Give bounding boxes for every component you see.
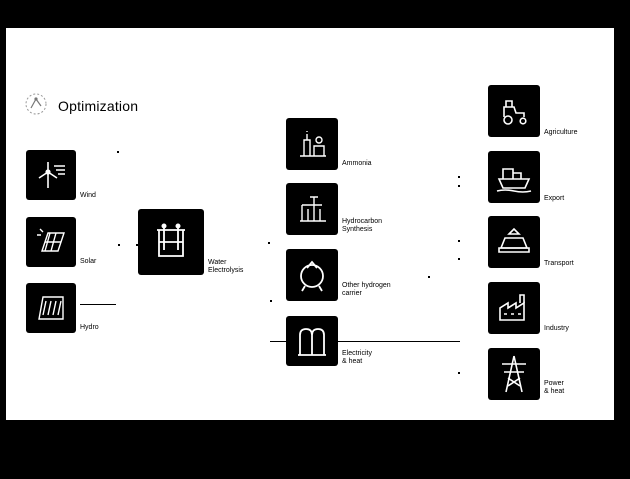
hydrogen-carrier-box: [286, 249, 338, 301]
factory-icon: [496, 290, 532, 326]
transport-icon: [495, 224, 533, 260]
hydrocarbon-label: Hydrocarbon Synthesis: [342, 218, 383, 233]
connector-electricity-left: [270, 341, 288, 342]
electricity-heat-label: Electricity & heat: [342, 350, 372, 365]
electricity-heat-icon: [294, 323, 330, 359]
solar-box: [26, 217, 76, 267]
wind-turbine-icon: [34, 158, 68, 192]
connector-dot: [136, 244, 138, 246]
agriculture-label: Agriculture: [544, 129, 578, 136]
industry-box: [488, 282, 540, 334]
connector-dot: [458, 185, 460, 187]
hydro-box: [26, 283, 76, 333]
connector-dot: [268, 242, 270, 244]
connector-dot: [428, 276, 430, 278]
hydrocarbon-synthesis-icon: [294, 191, 330, 227]
electrolysis-box: [138, 209, 204, 275]
diagram-title: Optimization: [58, 98, 139, 114]
optimization-icon: [20, 88, 52, 125]
screen-edge: [612, 18, 630, 428]
ship-icon: [495, 159, 533, 195]
power-heat-label: Power & heat: [544, 380, 565, 395]
hydro-dam-icon: [34, 291, 68, 325]
solar-panel-icon: [34, 225, 68, 259]
ammonia-box: [286, 118, 338, 170]
connector-dot: [458, 176, 460, 178]
export-box: [488, 151, 540, 203]
transport-box: [488, 216, 540, 268]
electrolyzer-icon: [149, 220, 193, 264]
ammonia-plant-icon: [294, 126, 330, 162]
export-label: Export: [544, 195, 565, 202]
tractor-icon: [496, 93, 532, 129]
connector-dot: [118, 244, 120, 246]
hydrogen-carrier-label: Other hydrogen carrier: [342, 282, 391, 297]
connector-dot: [458, 372, 460, 374]
connector-dot: [117, 151, 119, 153]
connector-electricity-right: [338, 341, 460, 342]
electrolysis-label: Water Electrolysis: [208, 259, 244, 274]
power-pylon-icon: [496, 354, 532, 394]
connector-hydro: [80, 304, 116, 305]
agriculture-box: [488, 85, 540, 137]
hydrocarbon-box: [286, 183, 338, 235]
connector-dot: [458, 240, 460, 242]
hydrogen-carrier-tank-icon: [293, 256, 331, 294]
connector-dot: [458, 258, 460, 260]
ammonia-label: Ammonia: [342, 160, 372, 167]
industry-label: Industry: [544, 325, 569, 332]
electricity-heat-box: [286, 316, 338, 366]
transport-label: Transport: [544, 260, 574, 267]
wind-box: [26, 150, 76, 200]
connector-dot: [270, 300, 272, 302]
wind-label: Wind: [80, 192, 96, 199]
power-heat-box: [488, 348, 540, 400]
hydro-label: Hydro: [80, 324, 99, 331]
solar-label: Solar: [80, 258, 97, 265]
